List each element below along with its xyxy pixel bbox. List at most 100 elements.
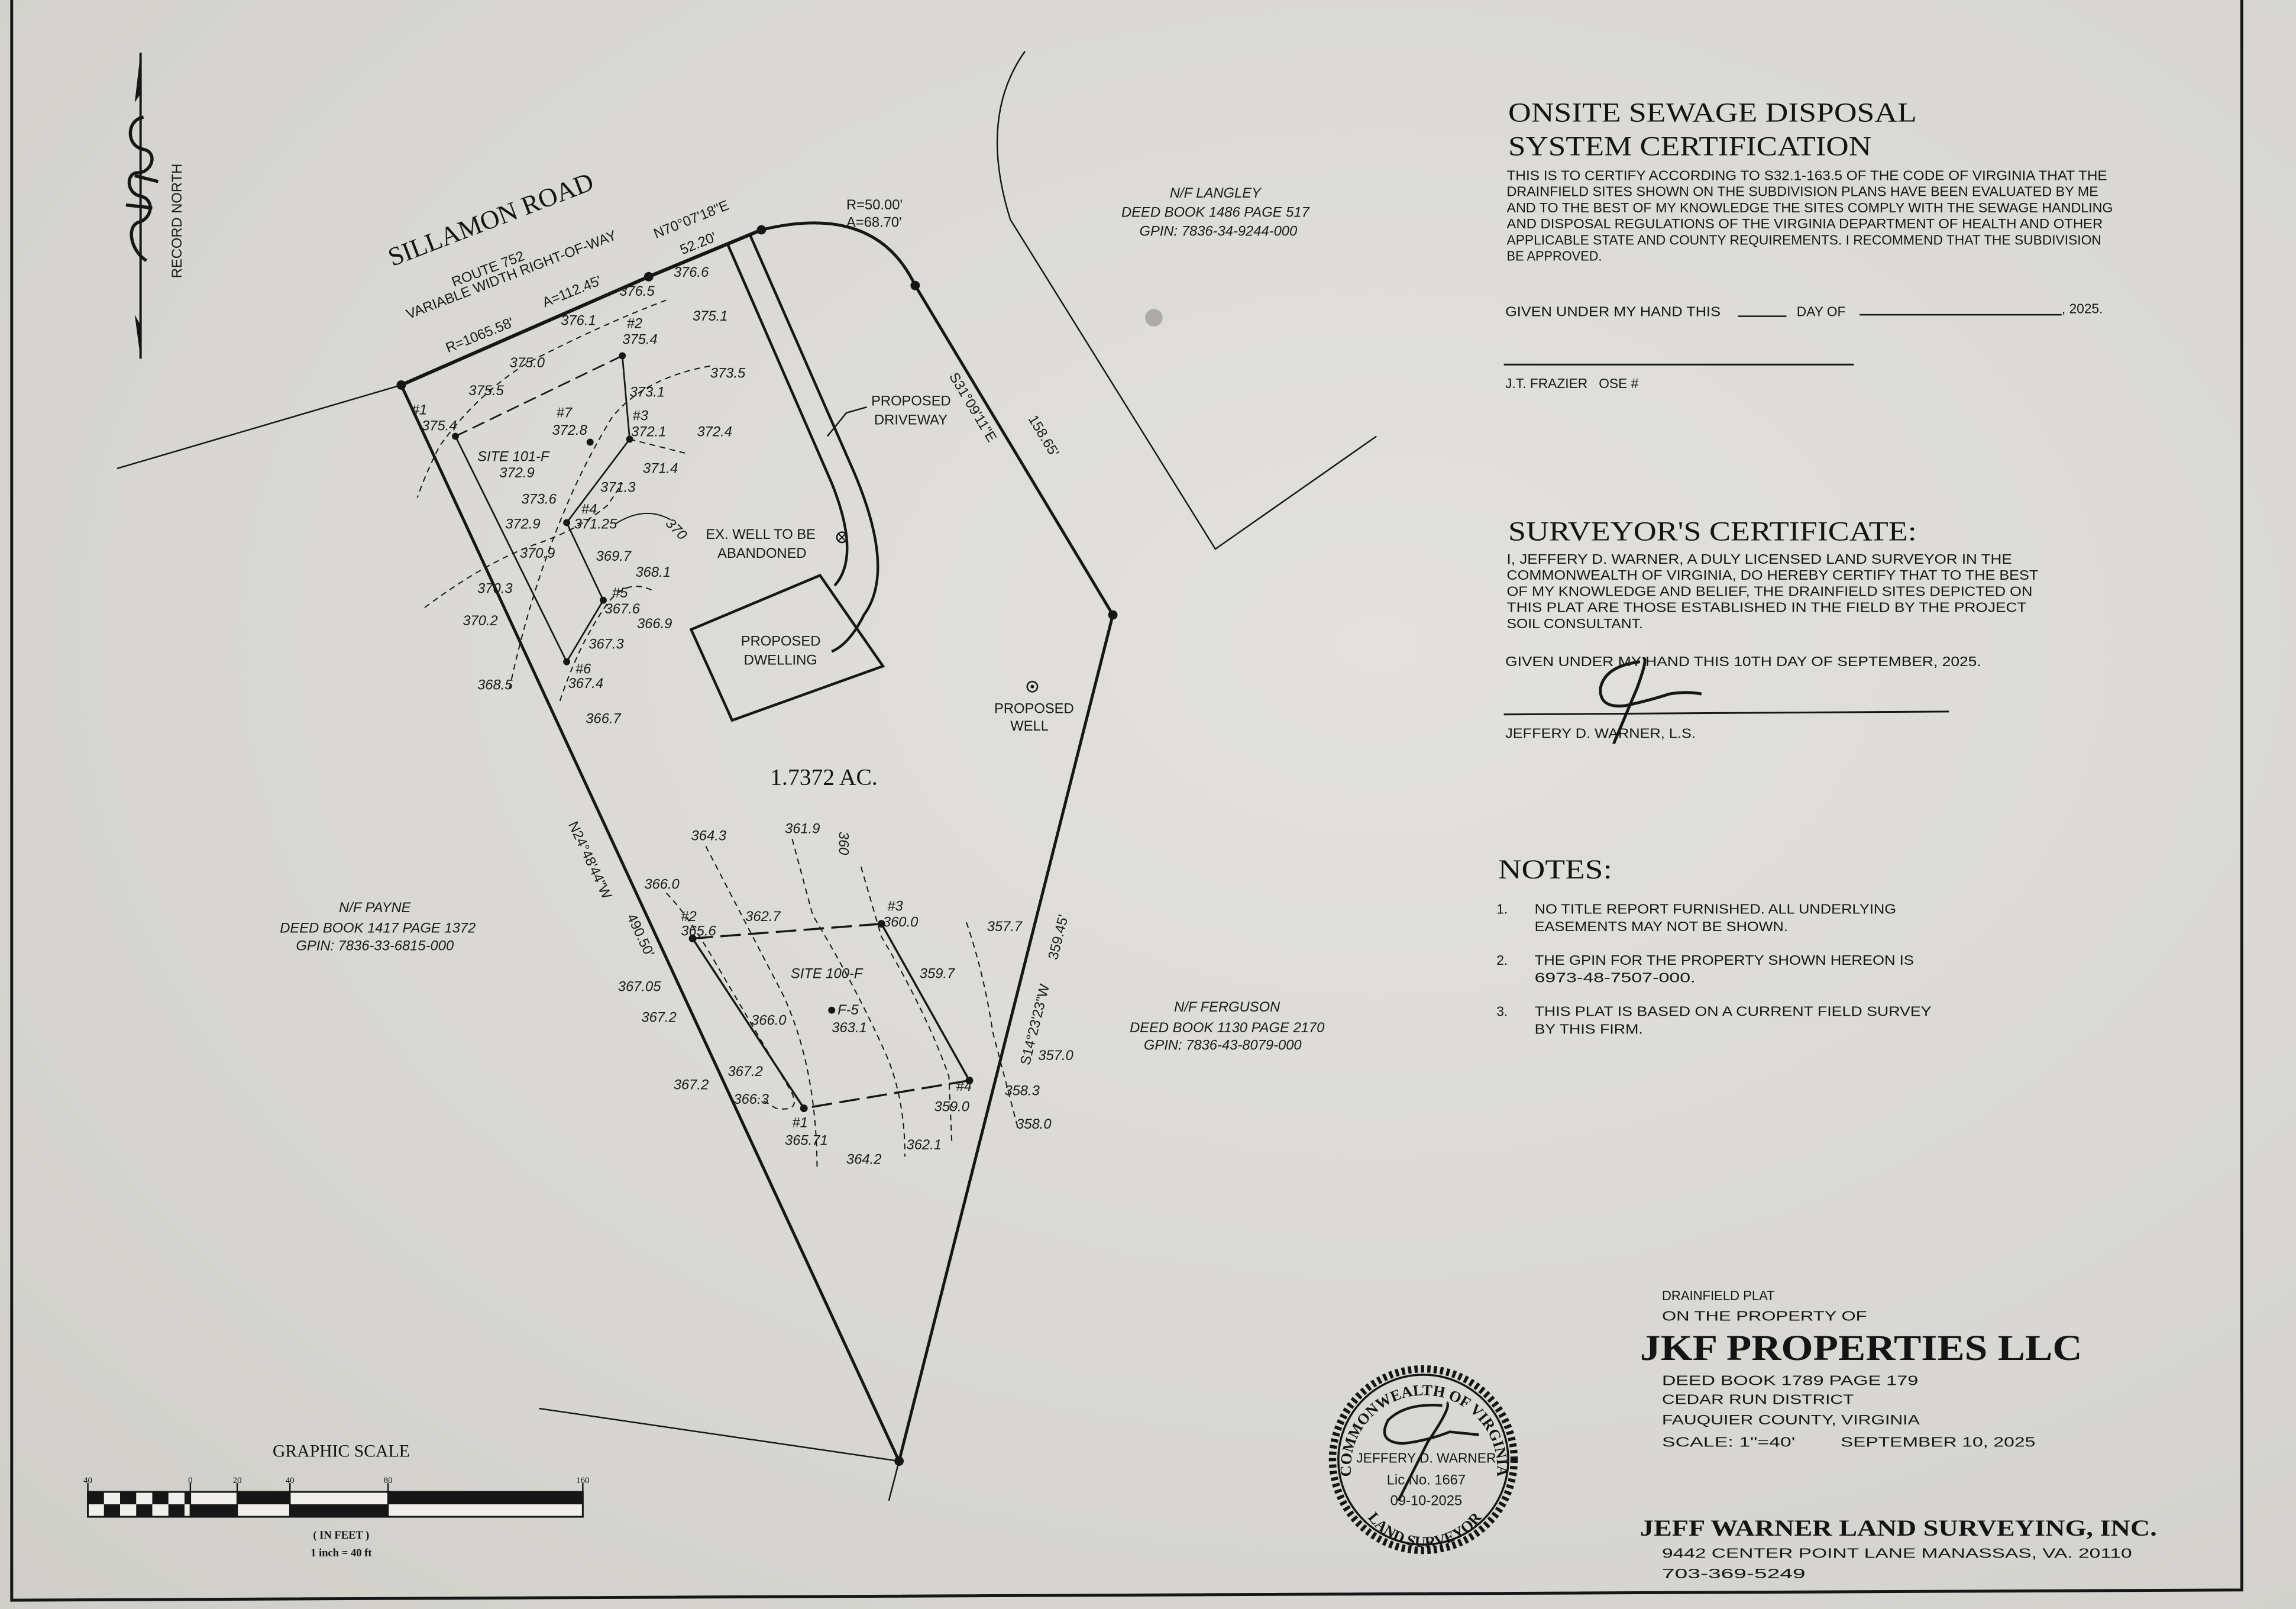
sewage-cert-year: , 2025. bbox=[2062, 301, 2103, 316]
elevation-label: #3 bbox=[633, 408, 648, 424]
smudge bbox=[1145, 309, 1163, 327]
adjoiner-ferguson: N/F FERGUSON DEED BOOK 1130 PAGE 2170 GP… bbox=[1130, 999, 1325, 1053]
elevation-label: 367.2 bbox=[727, 1064, 762, 1080]
adjoiner-owner: N/F PAYNE bbox=[339, 900, 412, 916]
elevation-label: F-5 bbox=[837, 1002, 859, 1018]
boundary-corner-markers bbox=[396, 225, 1118, 1466]
elevation-label: 372.8 bbox=[552, 422, 587, 438]
title-line-2: ON THE PROPERTY OF bbox=[1662, 1308, 1867, 1323]
scale-ratio: 1 inch = 40 ft bbox=[311, 1547, 372, 1559]
langley-boundary bbox=[996, 50, 1377, 550]
elevation-label: 358.3 bbox=[1004, 1083, 1039, 1098]
note-number: 1. bbox=[1496, 901, 1508, 916]
sewage-cert-body: BE APPROVED. bbox=[1507, 248, 1602, 264]
elevation-label: 376.1 bbox=[561, 312, 596, 328]
elevation-label: 371.4 bbox=[643, 460, 678, 476]
note-number: 2. bbox=[1496, 952, 1508, 968]
cul-de-sac-arc: A=68.70' bbox=[846, 215, 902, 231]
elevation-label: 363.1 bbox=[832, 1020, 866, 1036]
notes: NOTES: 1. NO TITLE REPORT FURNISHED. ALL… bbox=[1496, 854, 1931, 1036]
elevation-label: 367.2 bbox=[641, 1010, 676, 1026]
elevation-label: 369.7 bbox=[596, 548, 632, 564]
elevation-label: 370 bbox=[662, 515, 691, 544]
title-block: DRAINFIELD PLAT ON THE PROPERTY OF JKF P… bbox=[1640, 1288, 2157, 1581]
elevation-label: 365.71 bbox=[785, 1132, 828, 1148]
dwelling-label-1: PROPOSED bbox=[741, 633, 821, 649]
scale-tick: 40 bbox=[286, 1476, 295, 1485]
elevation-label: 360.0 bbox=[883, 915, 919, 930]
title-district: CEDAR RUN DISTRICT bbox=[1662, 1392, 1854, 1407]
driveway-label-2: DRIVEWAY bbox=[874, 412, 947, 428]
sewage-cert-title-2: SYSTEM CERTIFICATION bbox=[1508, 131, 1871, 161]
surveyor-cert-body: THIS PLAT ARE THOSE ESTABLISHED IN THE F… bbox=[1507, 600, 2027, 615]
elevation-label: 368.1 bbox=[635, 564, 670, 580]
elevation-label: 366.0 bbox=[751, 1012, 787, 1028]
driveway-label-1: PROPOSED bbox=[871, 393, 951, 409]
firm-address: 9442 CENTER POINT LANE MANASSAS, VA. 201… bbox=[1662, 1545, 2132, 1560]
firm-phone: 703-369-5249 bbox=[1662, 1566, 1806, 1581]
proposed-well-icon bbox=[1026, 680, 1039, 693]
elevation-label: 367.3 bbox=[588, 636, 623, 652]
elevation-label: 364.3 bbox=[691, 828, 726, 844]
title-line-1: DRAINFIELD PLAT bbox=[1662, 1288, 1775, 1303]
elevation-label: 360 bbox=[836, 832, 852, 855]
sewage-cert-given: GIVEN UNDER MY HAND THIS bbox=[1505, 304, 1721, 319]
surveyor-cert-body: OF MY KNOWLEDGE AND BELIEF, THE DRAINFIE… bbox=[1507, 583, 2033, 599]
elevation-label: SITE 101-F bbox=[477, 449, 550, 465]
ne-boundary-distance: 158.65' bbox=[1025, 412, 1062, 460]
surveyor-signature bbox=[1599, 657, 1702, 745]
elevation-label: 357.0 bbox=[1038, 1048, 1073, 1064]
graphic-scale-title: GRAPHIC SCALE bbox=[273, 1442, 410, 1461]
road-curve-arc: A=112.45' bbox=[540, 273, 604, 311]
adjoiner-owner: N/F FERGUSON bbox=[1174, 999, 1280, 1015]
scale-tick: 0 bbox=[188, 1476, 192, 1485]
elevation-label: 364.2 bbox=[846, 1152, 881, 1168]
surveyor-signature-line bbox=[1503, 710, 1949, 716]
existing-well-label-1: EX. WELL TO BE bbox=[706, 526, 816, 542]
note-text: THE GPIN FOR THE PROPERTY SHOWN HEREON I… bbox=[1535, 952, 1914, 968]
surveyor-cert-title: SURVEYOR'S CERTIFICATE: bbox=[1508, 516, 1917, 547]
elevation-label: 371.3 bbox=[600, 480, 635, 496]
proposed-driveway bbox=[726, 234, 879, 653]
seal-signature bbox=[1383, 1401, 1479, 1501]
elevation-label: 372.1 bbox=[631, 424, 666, 440]
elevation-label: #1 bbox=[792, 1115, 807, 1131]
sewage-certification: ONSITE SEWAGE DISPOSAL SYSTEM CERTIFICAT… bbox=[1503, 97, 2113, 391]
title-deed: DEED BOOK 1789 PAGE 179 bbox=[1662, 1372, 1918, 1388]
adjoiner-deed: DEED BOOK 1486 PAGE 517 bbox=[1121, 204, 1310, 220]
note-text: NO TITLE REPORT FURNISHED. ALL UNDERLYIN… bbox=[1535, 901, 1897, 916]
elevation-label: #6 bbox=[575, 661, 591, 677]
property-owner: JKF PROPERTIES LLC bbox=[1640, 1328, 2082, 1368]
elevation-label: 362.7 bbox=[745, 909, 781, 925]
elevation-label: 370.2 bbox=[463, 613, 497, 629]
elevation-label: 373.6 bbox=[521, 491, 557, 507]
elevation-label: 365.6 bbox=[681, 923, 716, 939]
elevation-label: 366.0 bbox=[644, 876, 680, 892]
surveyor-seal: COMMONWEALTH OF VIRGINIA LAND SURVEYOR J… bbox=[1328, 1365, 1518, 1555]
surveyor-cert-body: I, JEFFERY D. WARNER, A DULY LICENSED LA… bbox=[1507, 551, 2012, 567]
adjoiner-payne: N/F PAYNE DEED BOOK 1417 PAGE 1372 GPIN:… bbox=[280, 900, 476, 954]
elevation-label: 367.2 bbox=[674, 1077, 709, 1093]
south-adjoining-line bbox=[538, 1407, 900, 1501]
note-number: 3. bbox=[1496, 1004, 1508, 1019]
seal-name: JEFFERY D. WARNER bbox=[1356, 1450, 1496, 1466]
scale-tick: 20 bbox=[233, 1476, 242, 1485]
adjoiner-langley: N/F LANGLEY DEED BOOK 1486 PAGE 517 GPIN… bbox=[1121, 185, 1310, 239]
elevation-label: 373.5 bbox=[710, 366, 746, 382]
surveyor-cert-signer: JEFFERY D. WARNER, L.S. bbox=[1505, 725, 1696, 741]
sewage-cert-date-blanks[interactable] bbox=[1738, 314, 2062, 317]
elevation-label: 370.3 bbox=[477, 580, 512, 596]
sewage-cert-body: AND TO THE BEST OF MY KNOWLEDGE THE SITE… bbox=[1507, 200, 2113, 215]
elevation-label: 367.05 bbox=[618, 979, 661, 995]
surveyor-certificate: SURVEYOR'S CERTIFICATE: I, JEFFERY D. WA… bbox=[1503, 516, 2038, 745]
notes-title: NOTES: bbox=[1498, 854, 1612, 885]
elevation-label: 372.9 bbox=[505, 516, 540, 532]
title-county: FAUQUIER COUNTY, VIRGINIA bbox=[1662, 1412, 1920, 1427]
adjoiner-deed: DEED BOOK 1417 PAGE 1372 bbox=[280, 920, 476, 936]
proposed-well-label-2: WELL bbox=[1010, 718, 1049, 734]
sewage-cert-body: AND DISPOSAL REGULATIONS OF THE VIRGINIA… bbox=[1507, 216, 2103, 231]
scale-units: ( IN FEET ) bbox=[313, 1529, 369, 1542]
adjoiner-gpin: GPIN: 7836-34-9244-000 bbox=[1139, 223, 1298, 239]
